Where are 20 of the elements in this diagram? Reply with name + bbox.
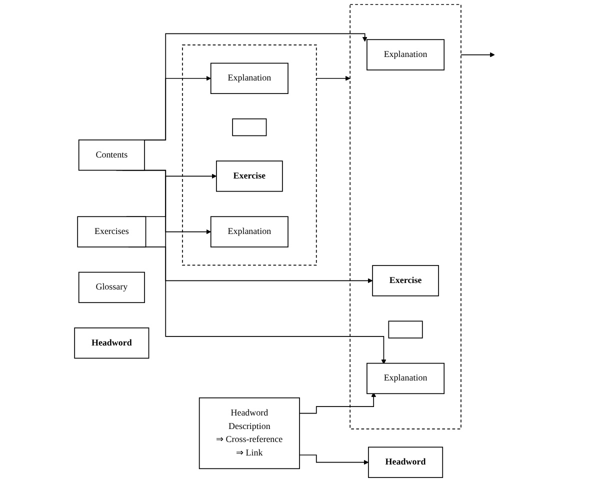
node-box: Explanation [366, 39, 445, 70]
node-box: Exercises [77, 216, 146, 248]
node-box [232, 118, 267, 136]
cluster [182, 44, 317, 266]
arrow [299, 454, 369, 465]
node-box: Explanation [210, 62, 288, 94]
node-box: Headword [368, 446, 444, 478]
arrow [299, 392, 376, 414]
node-box: Headword Description ⇒ Cross-reference ⇒ Link [198, 397, 300, 470]
node-box [388, 320, 423, 338]
node-box: Contents [78, 140, 145, 171]
arrow [460, 52, 495, 58]
node-box: Explanation [366, 362, 445, 394]
cluster [350, 4, 462, 430]
node-box: Glossary [78, 272, 145, 304]
node-box: Exercise [372, 265, 439, 296]
node-box: Headword [74, 327, 150, 359]
arrow [316, 76, 350, 81]
node-box: Explanation [210, 216, 288, 248]
node-box: Exercise [216, 160, 283, 192]
